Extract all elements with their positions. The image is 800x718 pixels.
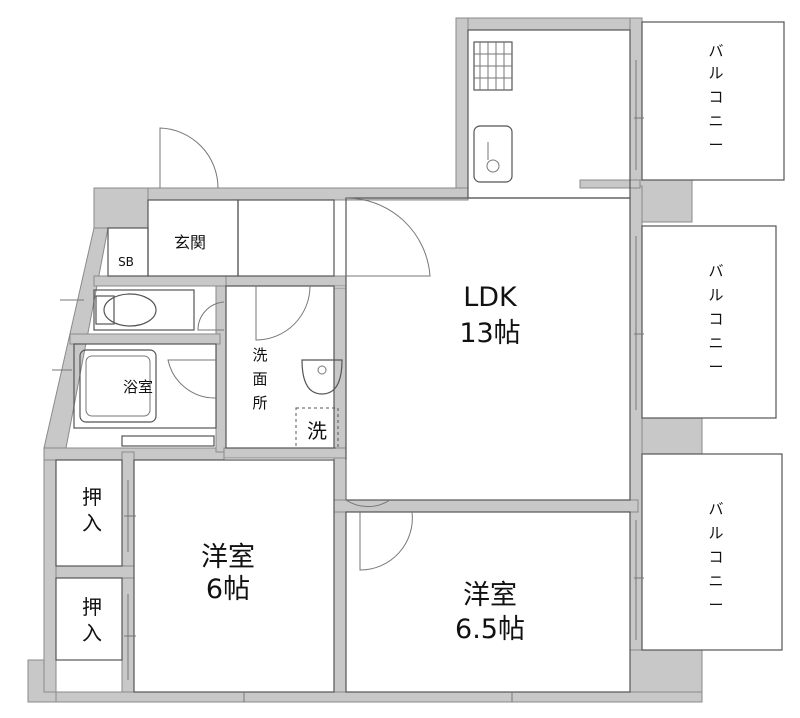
washroom-label-1: 洗 [252, 346, 267, 364]
ldk-size-label: 13帖 [459, 318, 520, 349]
balcony-top-char: バ [708, 42, 723, 60]
balcony-middle-char: ル [708, 286, 723, 304]
room-labels: LDK 13帖 洋室 6帖 洋室 6.5帖 玄関 SB 浴室 洗 面 所 洗 押… [82, 233, 525, 645]
opening-ticks [52, 117, 644, 702]
washer-label: 洗 [307, 419, 327, 443]
ldk-label: LDK [463, 282, 518, 313]
balcony-middle-char: コ [708, 310, 723, 328]
balcony-bottom-char: ル [708, 524, 723, 542]
balcony-middle-char: ニ [708, 334, 723, 352]
bathtub-icon [79, 349, 157, 423]
balcony-labels: バ ル コ ニ ー バ ル コ ニ ー バ ル コ ニ ー [708, 42, 723, 614]
balcony-top-char: ー [708, 136, 723, 154]
closet-2-label-b: 入 [82, 621, 102, 645]
washroom-label-2: 面 [252, 370, 267, 388]
door-swings [159, 127, 431, 571]
entrance-label: 玄関 [174, 233, 206, 252]
western-room-b-size: 6.5帖 [455, 614, 525, 645]
shoe-box-label: SB [118, 255, 134, 269]
balcony-middle-char: バ [708, 262, 723, 280]
balcony-top-char: ニ [708, 112, 723, 130]
closet-1-label-a: 押 [82, 485, 102, 509]
western-room-b-label: 洋室 [463, 580, 517, 611]
balcony-bottom-char: コ [708, 548, 723, 566]
toilet-icon [95, 293, 157, 327]
balcony-top-char: ル [708, 64, 723, 82]
washroom-label-3: 所 [252, 394, 267, 412]
kitchen-sink-icon [473, 125, 513, 183]
balcony-bottom-char: バ [708, 500, 723, 518]
exterior-walls [27, 17, 703, 703]
counter-shelf [121, 435, 215, 447]
balcony-bottom-char: ニ [708, 572, 723, 590]
western-room-a-size: 6帖 [206, 574, 250, 605]
closet-1-label-b: 入 [82, 511, 102, 535]
kitchen-stove-icon [473, 41, 513, 91]
wash-basin-icon [301, 359, 343, 395]
washer-space [295, 407, 339, 449]
room-outlines [55, 29, 631, 693]
western-room-a-label: 洋室 [201, 542, 255, 573]
bath-label: 浴室 [123, 378, 153, 396]
closet-2-label-a: 押 [82, 595, 102, 619]
balcony-middle-char: ー [708, 358, 723, 376]
balcony-top-char: コ [708, 88, 723, 106]
balcony-bottom-char: ー [708, 596, 723, 614]
balcony-outlines [635, 21, 785, 651]
